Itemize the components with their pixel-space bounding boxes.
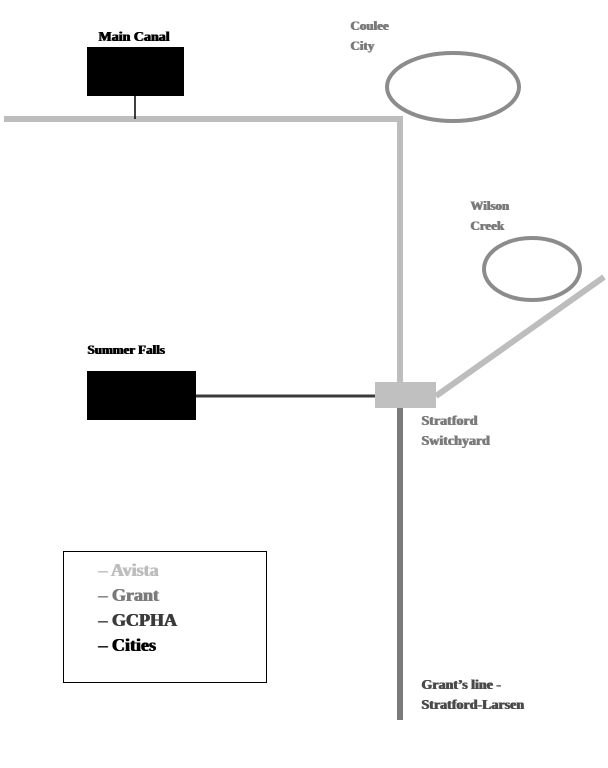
stratford-switchyard	[375, 382, 436, 408]
main-canal-plant	[87, 47, 184, 96]
main-canal-label: Main Canal	[98, 30, 170, 45]
coulee-city-marker	[385, 51, 521, 123]
coulee-city-label: Coulee City	[350, 18, 389, 53]
legend-item-cities: – Cities	[98, 635, 156, 655]
summer-falls-label: Summer Falls	[87, 342, 165, 357]
stratford-switchyard-label: Stratford Switchyard	[421, 414, 490, 449]
grants-line-label: Grant’s line - Stratford-Larsen	[421, 678, 524, 713]
wilson-creek-label: Wilson Creek	[470, 198, 509, 233]
legend-box: – Avista – Grant – GCPHA – Cities	[63, 551, 267, 683]
wilson-creek-marker	[482, 236, 582, 302]
legend-item-avista: – Avista	[98, 560, 159, 580]
avista-line-wilson-creek	[434, 274, 606, 399]
summer-falls-plant	[87, 371, 196, 420]
legend-item-gcpha: – GCPHA	[98, 610, 177, 630]
legend-item-grant: – Grant	[98, 585, 159, 605]
